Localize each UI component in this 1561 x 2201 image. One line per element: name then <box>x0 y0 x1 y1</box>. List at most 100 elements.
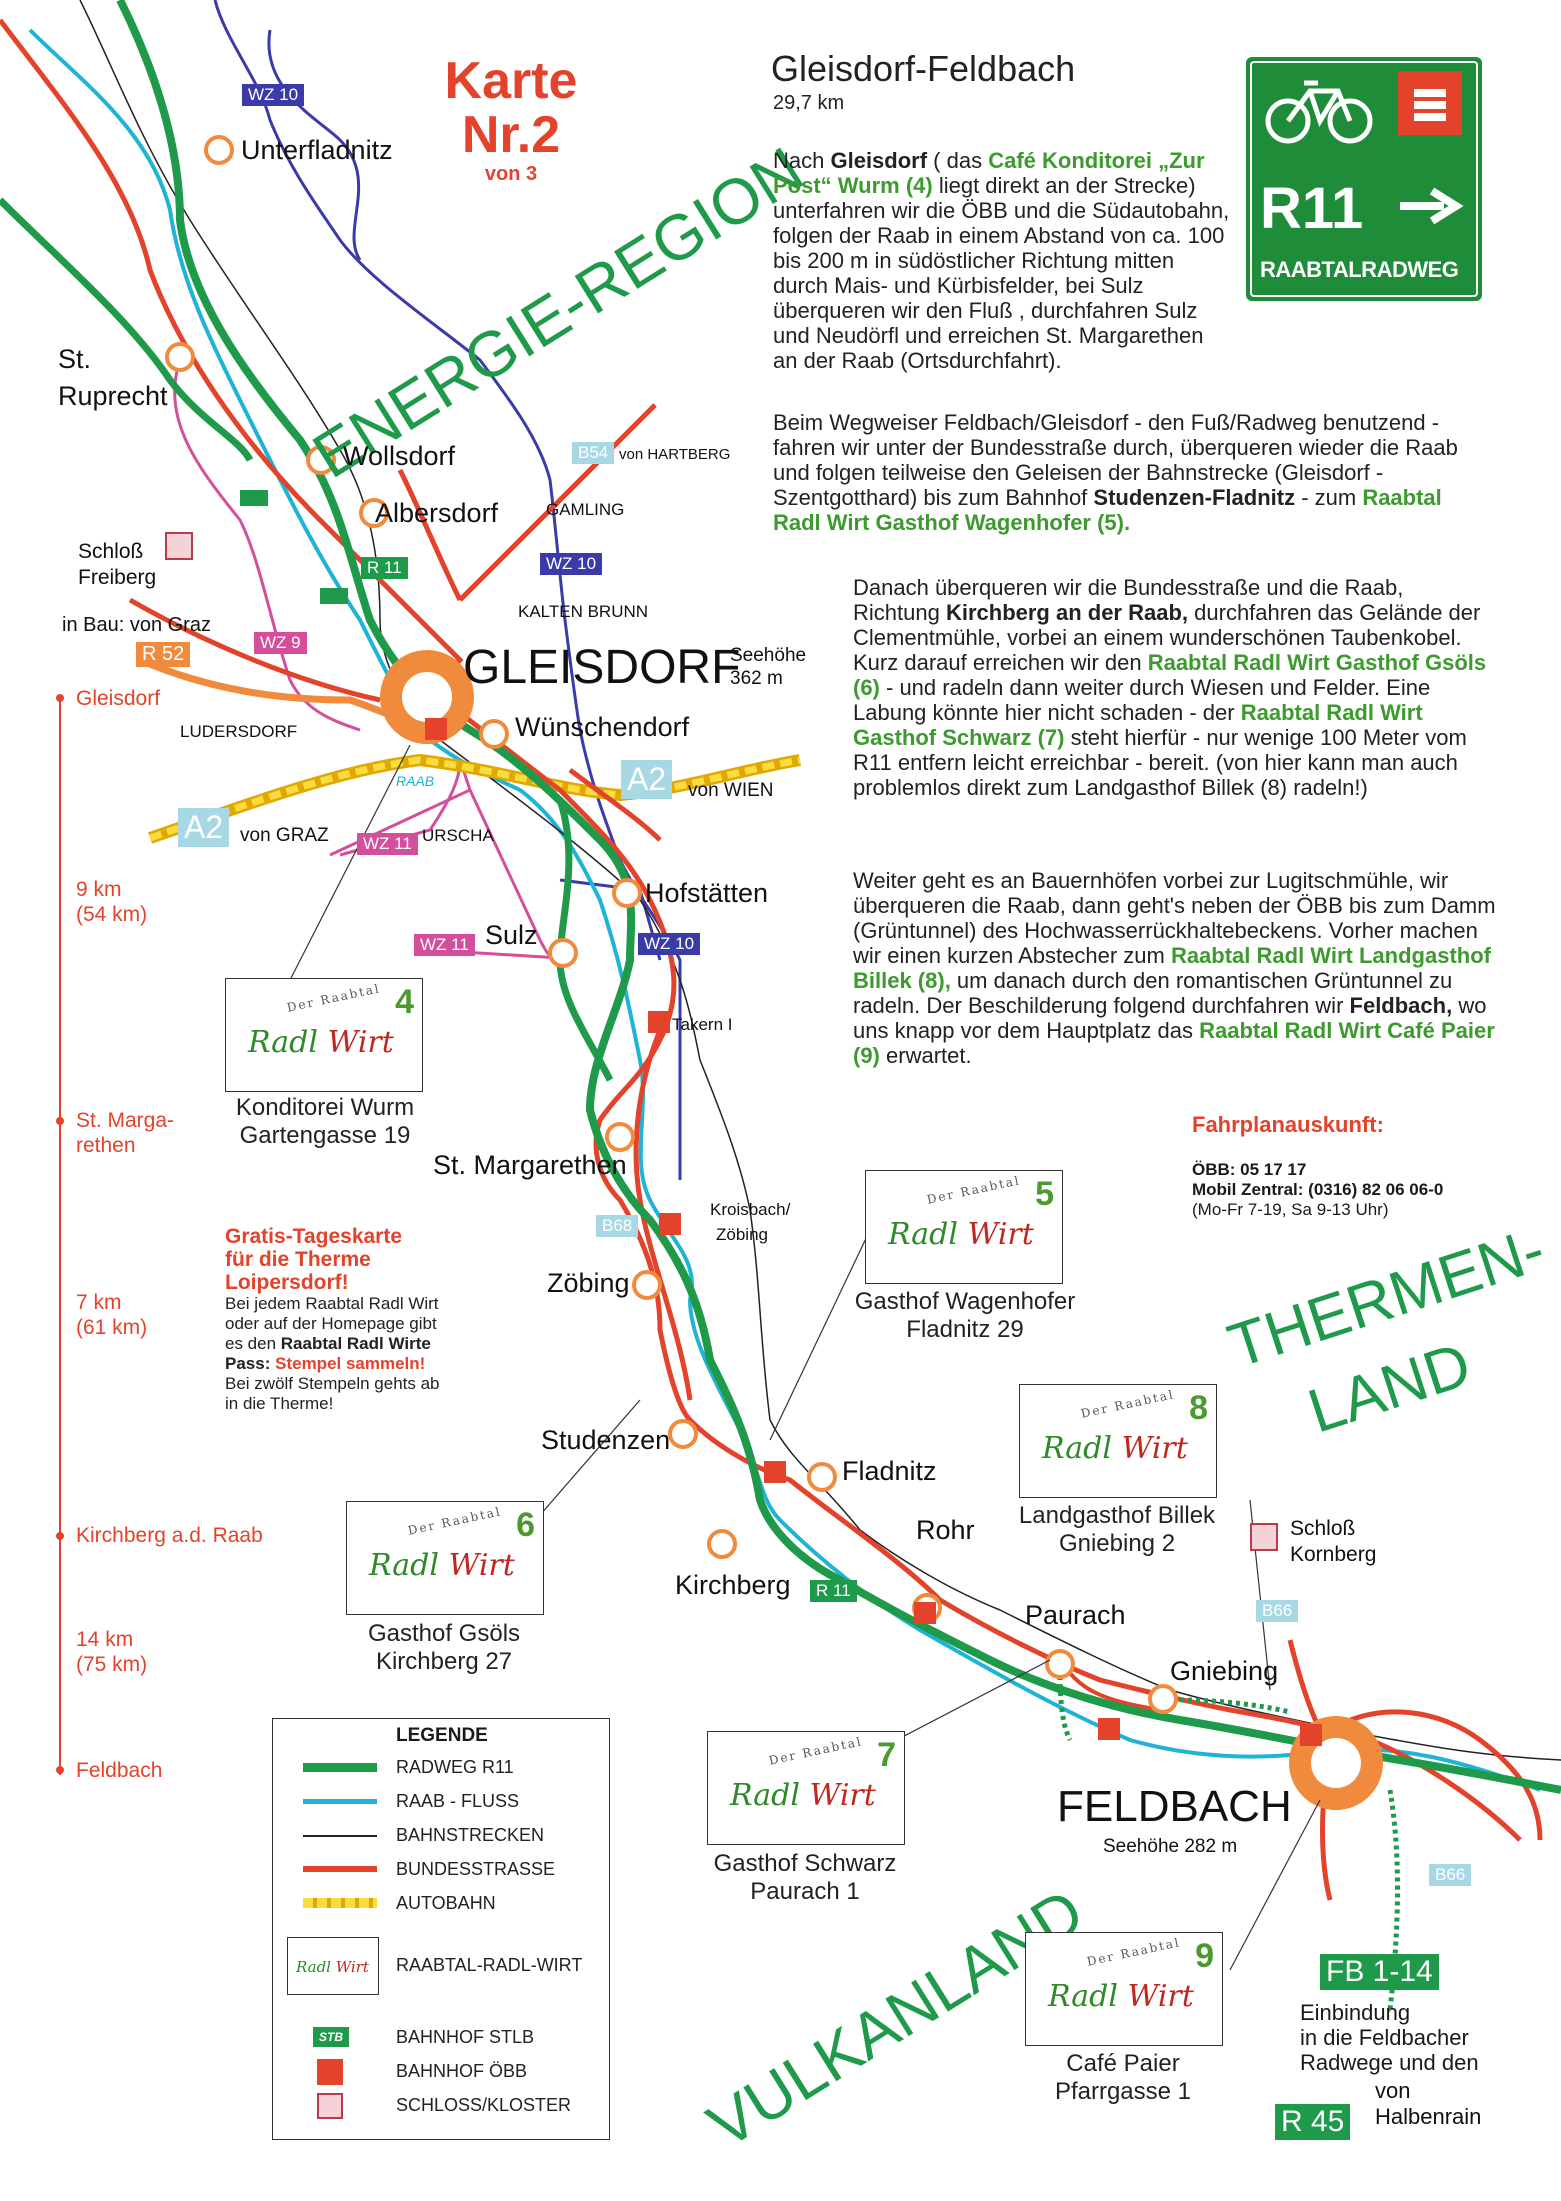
legend-swatch-oebb <box>317 2059 343 2085</box>
place-schloss-freiberg-1: Schloß <box>78 540 144 563</box>
place-seehoehe-f: Seehöhe 282 m <box>1103 1836 1238 1857</box>
place-schloss-kornberg-2: Kornberg <box>1290 1543 1377 1566</box>
place-schloss-freiberg-2: Freiberg <box>78 566 157 589</box>
wirt-caption-line2: Fladnitz 29 <box>906 1316 1024 1343</box>
legend-title: LEGENDE <box>396 1725 488 1746</box>
place-rohr: Rohr <box>916 1515 975 1545</box>
feldbach-loop <box>1328 1709 1543 1841</box>
einbindung-1: Einbindung <box>1300 2000 1411 2025</box>
legend-label: BAHNHOF ÖBB <box>396 2061 528 2081</box>
map-title-line1: Karte <box>444 52 578 110</box>
wirt-logo-4: Der Raabtal 4 Radl Wirt <box>225 978 423 1092</box>
legend-label: BUNDESSTRASSE <box>396 1859 556 1879</box>
legend-label: SCHLOSS/KLOSTER <box>396 2095 572 2115</box>
route-title: Gleisdorf-Feldbach <box>771 48 1076 89</box>
paragraph-2: Beim Wegweiser Feldbach/Gleisdorf - den … <box>773 410 1463 535</box>
p4-highlight: Raabtal Radl Wirt Landgasthof Billek (8)… <box>853 943 1491 993</box>
legend-row-stlb: STB BAHNHOF STLB <box>273 2023 609 2053</box>
km-label-1: 9 km(54 km) <box>76 877 147 927</box>
p2-highlight: Raabtal Radl Wirt Gasthof Wagenhofer (5)… <box>773 485 1442 535</box>
gratis-title-3: Loipersdorf! <box>225 1271 349 1294</box>
wirt-caption-line2: Pfarrgasse 1 <box>1054 2078 1192 2105</box>
gratis-pass: Raabtal Radl Wirte Pass: <box>225 1334 431 1373</box>
wz10-road <box>213 0 682 1180</box>
wz10-upper <box>267 29 362 261</box>
place-seehoehe-g: Seehöhe <box>730 645 807 666</box>
p3-text: Danach überqueren wir die Bundesstraße u… <box>853 575 1404 625</box>
gratis-text-2: Bei zwölf Stempeln gehts ab in die Therm… <box>225 1374 440 1413</box>
tag-b54: B54 <box>572 442 615 464</box>
legend-label: BAHNHOF STLB <box>396 2027 535 2047</box>
wirt-caption-line1: Konditorei Wurm <box>235 1094 415 1121</box>
wirt-radl: Radl <box>248 1025 318 1060</box>
km-label-4: Kirchberg a.d. Raab <box>76 1523 263 1548</box>
km-scale-line <box>56 694 64 1775</box>
tag-r11b: R 11 <box>810 1580 857 1602</box>
p3-highlight-2: Raabtal Radl Wirt Gasthof Schwarz (7) <box>853 700 1423 750</box>
place-stmargarethen: St. Margarethen <box>433 1150 627 1180</box>
einbindung-3: Radwege und den <box>1300 2050 1479 2075</box>
place-urscha: URSCHA <box>422 826 494 845</box>
castle-icon <box>165 532 193 560</box>
wirt-radl: Radl <box>1048 1979 1118 2014</box>
place-vonhartberg: von HARTBERG <box>619 446 731 463</box>
legend-swatch-raab <box>303 1799 377 1804</box>
km-label-5-line1: 14 km <box>76 1628 134 1651</box>
fahrplan-oebb: ÖBB: 05 17 17 <box>1192 1160 1307 1179</box>
tag-wz10a: WZ 10 <box>242 84 305 106</box>
place-schloss-kornberg-1: Schloß <box>1290 1517 1356 1540</box>
legend-row-oebb: BAHNHOF ÖBB <box>273 2057 609 2087</box>
p3-text-4: steht hierfür - nur wenige 100 Meter vom… <box>853 725 1467 800</box>
place-seehoehe-g2: 362 m <box>730 668 783 689</box>
wirt-wirt: Wirt <box>967 1217 1034 1252</box>
wirt-logo-der: Der Raabtal <box>406 1504 503 1538</box>
place-wuenschendorf: Wünschendorf <box>515 712 690 742</box>
tag-r52: R 52 <box>136 642 191 667</box>
gratis-body: Bei jedem Raabtal Radl Wirt oder auf der… <box>225 1294 445 1414</box>
wirt-caption-line2: Gartengasse 19 <box>239 1122 411 1149</box>
wirt-logo-text: Radl Wirt <box>369 1548 515 1583</box>
p4-bold: Feldbach, <box>1349 993 1453 1018</box>
place-ludersdorf: LUDERSDORF <box>180 722 298 741</box>
tag-a2a: A2 <box>178 808 230 847</box>
wirt-number: 9 <box>1195 1937 1214 1975</box>
wirt-caption-line2: Kirchberg 27 <box>375 1648 513 1675</box>
wirt-radl: Radl <box>888 1217 958 1252</box>
wirt-logo-der: Der Raabtal <box>1085 1935 1182 1969</box>
wirt-radl: Radl <box>730 1778 800 1813</box>
wirt-wirt: Wirt <box>335 1958 369 1976</box>
km-label-0-line1: Gleisdorf <box>76 687 161 710</box>
p3-highlight: Raabtal Radl Wirt Gasthof Gsöls (6) <box>853 650 1487 700</box>
wirt-logo-der: Der Raabtal <box>1079 1387 1176 1421</box>
wirt-wirt: Wirt <box>327 1025 394 1060</box>
tag-fb: FB 1-14 <box>1320 1954 1439 1990</box>
einbindung-von: von <box>1375 2078 1411 2103</box>
place-ruprecht: Ruprecht <box>58 381 168 411</box>
place-takern: Takern I <box>672 1015 733 1034</box>
map-title-line3: von 3 <box>484 163 538 185</box>
legend-row-autobahn: AUTOBAHN <box>273 1889 609 1919</box>
tag-r45: R 45 <box>1275 2104 1351 2140</box>
b54-road <box>458 403 657 602</box>
p1-text-3: liegt direkt an der Strecke) unterfahren… <box>773 173 1230 373</box>
route-length: 29,7 km <box>773 92 845 114</box>
p1-text-2: ( das <box>927 148 989 173</box>
wirt-logo-text: Radl Wirt <box>730 1778 876 1813</box>
km-label-0: Gleisdorf <box>76 686 160 711</box>
wirt-wirt: Wirt <box>448 1548 515 1583</box>
tag-wz10b: WZ 10 <box>540 553 603 575</box>
bicycle-icon <box>1265 80 1373 144</box>
p1-bold: Gleisdorf <box>830 148 928 173</box>
p4-text-4: erwartet. <box>879 1043 972 1068</box>
legend-row-radweg: RADWEG R11 <box>273 1753 609 1783</box>
tag-wz10c: WZ 10 <box>638 933 701 955</box>
km-label-3: 7 km(61 km) <box>76 1290 147 1340</box>
wirt-logo-8: Der Raabtal 8 Radl Wirt <box>1019 1384 1217 1498</box>
wirt-caption-line2: Paurach 1 <box>750 1878 860 1905</box>
place-raab: RAAB <box>396 773 435 789</box>
einbindung-halbenrain: Halbenrain <box>1375 2104 1482 2129</box>
